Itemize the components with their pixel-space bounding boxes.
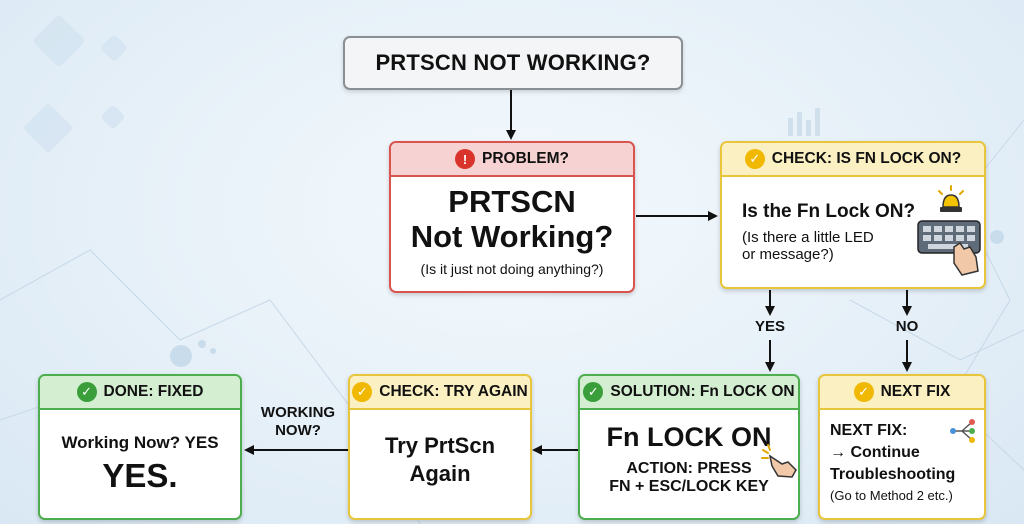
problem-header: ! PROBLEM? [391,143,633,177]
problem-main-line1: PRTSCN [448,184,576,219]
next-fix-line2: → Continue [830,444,920,461]
next-fix-header: ✓ NEXT FIX [820,376,984,410]
try-again-header: ✓ CHECK: TRY AGAIN [350,376,530,410]
problem-body: PRTSCN Not Working? (Is it just not doin… [391,177,633,278]
solution-header: ✓ SOLUTION: Fn LOCK ON [580,376,798,410]
yes-label: YES [754,318,785,335]
done-line1: Working Now? YES [61,433,219,452]
title-text: PRTSCN NOT WORKING? [375,50,651,75]
check-fn-lock-card: ✓ CHECK: IS FN LOCK ON? Is the Fn Lock O… [720,141,986,289]
check-fn-header: ✓ CHECK: IS FN LOCK ON? [722,143,984,177]
check-fn-sub-line2: or message?) [742,246,834,263]
next-fix-line1: NEXT FIX: [830,422,908,439]
warning-light-icon [938,185,964,212]
checkmark-icon: ✓ [352,382,373,402]
done-line2: YES. [102,457,178,494]
try-again-line1: Try PrtScn [384,433,496,458]
next-fix-line4: (Go to Method 2 etc.) [830,488,953,503]
working-now-label: WORKING NOW? [260,404,336,439]
checkmark-icon: ✓ [583,382,604,402]
try-again-card: ✓ CHECK: TRY AGAIN Try PrtScn Again [348,374,532,520]
check-fn-body: Is the Fn Lock ON? (Is there a little LE… [722,177,984,276]
check-fn-sub-line1: (Is there a little LED [742,229,874,246]
problem-subtext: (Is it just not doing anything?) [420,261,604,277]
done-card: ✓ DONE: FIXED Working Now? YES YES. [38,374,242,520]
checkmark-icon: ✓ [744,149,765,169]
solution-action-line2: FN + ESC/LOCK KEY [609,478,769,495]
checkmark-icon: ✓ [853,382,874,402]
keyboard-hand-icon [917,220,981,276]
branch-network-icon [950,419,975,443]
next-fix-body: NEXT FIX: → Continue Troubleshooting (Go… [820,410,984,506]
pointing-hand-icon [761,444,797,478]
no-label: NO [895,318,919,335]
done-body: Working Now? YES YES. [40,410,240,496]
solution-action-line1: ACTION: PRESS [626,460,752,477]
problem-main-line2: Not Working? [410,219,614,254]
done-header: ✓ DONE: FIXED [40,376,240,410]
check-fn-question: Is the Fn Lock ON? [742,201,916,222]
try-again-body: Try PrtScn Again [350,410,530,488]
solution-main: Fn LOCK ON [606,422,772,452]
solution-body: Fn LOCK ON ACTION: PRESS FN + ESC/LOCK K… [580,410,798,496]
next-fix-card: ✓ NEXT FIX NEXT FIX: → Continue Troubles… [818,374,986,520]
problem-card: ! PROBLEM? PRTSCN Not Working? (Is it ju… [389,141,635,293]
try-again-line2: Again [409,461,471,486]
checkmark-icon: ✓ [76,382,97,402]
title-box: PRTSCN NOT WORKING? [343,36,683,90]
solution-card: ✓ SOLUTION: Fn LOCK ON Fn LOCK ON ACTION… [578,374,800,520]
next-fix-line3: Troubleshooting [830,466,956,483]
exclamation-icon: ! [455,149,476,169]
